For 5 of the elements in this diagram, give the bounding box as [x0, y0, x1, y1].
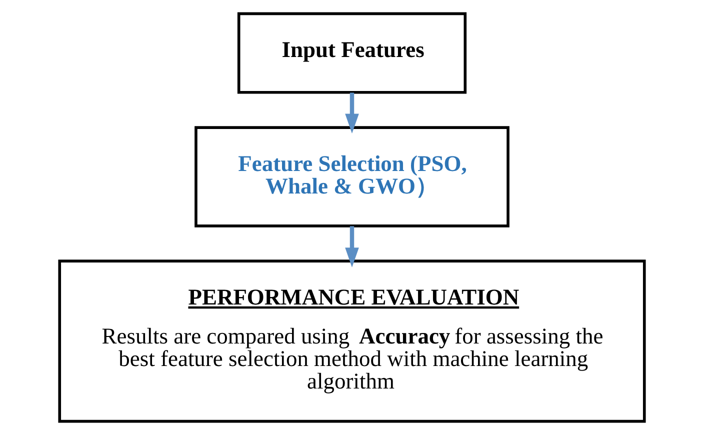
node-box: Feature Selection (PSO, Whale & GWO） — [194, 126, 510, 228]
arrow — [345, 226, 359, 268]
node-box: PERFORMANCE EVALUATION Results are compared using Accuracy for assessing the best feature selection method with machine learning algorithm — [58, 260, 646, 423]
arrow — [345, 92, 359, 134]
node-box: Input Features — [237, 12, 467, 94]
